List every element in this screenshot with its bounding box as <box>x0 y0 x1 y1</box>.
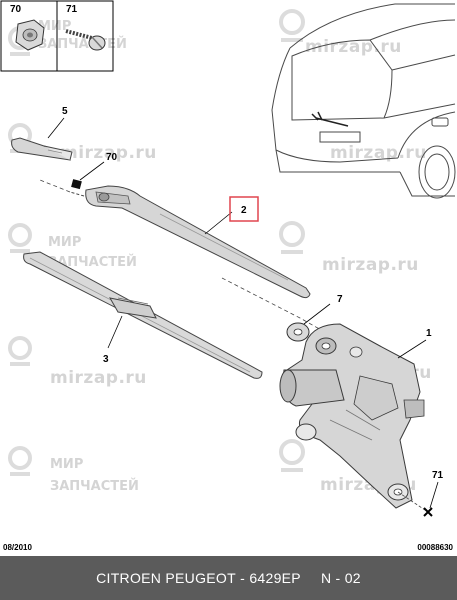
watermark-domain: mirzap.ru <box>60 143 157 163</box>
footer-part-number: 6429EP <box>249 570 301 586</box>
callout-70: 70 <box>106 152 118 163</box>
footer-sheet: N - 02 <box>320 570 361 586</box>
inset-callout-nut: 70 <box>10 4 22 15</box>
watermark-text: ЗАПЧАСТЕЙ <box>38 36 127 52</box>
assembly-guide-line <box>39 179 71 193</box>
watermark-logo-icon <box>279 221 305 254</box>
footer-make: CITROEN PEUGEOT <box>96 570 236 586</box>
highlight-box <box>229 196 259 222</box>
rear-wiper-location-icon <box>311 111 349 127</box>
seal-part: 7 <box>286 294 343 342</box>
callout-1: 1 <box>426 328 432 339</box>
watermark-text: МИР <box>48 235 81 250</box>
watermark-logo-icon <box>279 9 305 42</box>
footer-bar: CITROEN PEUGEOT - 6429EP N - 02 <box>0 556 457 600</box>
inset-callout-screw: 71 <box>66 4 78 15</box>
diagram-date: 08/2010 <box>3 543 32 552</box>
watermark-logo-icon <box>8 446 32 476</box>
watermark-domain: mirzap.ru <box>322 255 419 275</box>
watermark-text: ЗАПЧАСТЕЙ <box>48 254 137 270</box>
arm-nut-part: 70 <box>71 152 118 190</box>
hardware-inset: 70 71 <box>0 0 114 72</box>
wiper-cover-part: 5 <box>11 106 73 161</box>
motor-screw-part: 71 <box>397 470 444 517</box>
watermark-text: МИР <box>50 457 83 472</box>
callout-2: 2 <box>241 205 247 216</box>
callout-3: 3 <box>103 354 109 365</box>
callout-7: 7 <box>337 294 343 305</box>
watermark-logo-icon <box>8 223 32 253</box>
footer-separator: - <box>240 570 246 586</box>
wiper-motor-part: 1 <box>279 323 432 509</box>
watermark-text: ЗАПЧАСТЕЙ <box>50 478 139 494</box>
watermark-domain: mirzap.ru <box>50 368 147 388</box>
vehicle-rear-view <box>271 3 456 199</box>
wiper-arm-part: 2 <box>69 185 311 299</box>
nut-icon <box>15 19 45 51</box>
screw-icon <box>65 29 106 51</box>
callout-71: 71 <box>432 470 444 481</box>
watermark-text: МИР <box>38 19 71 34</box>
callout-5: 5 <box>62 106 68 117</box>
watermark-domain: mirzap.ru <box>305 37 402 57</box>
diagram-reference: 00088630 <box>417 543 453 552</box>
wiper-blade-part: 3 <box>23 251 263 379</box>
watermark-logo-icon <box>8 336 32 366</box>
watermark-domain: mirzap.ru <box>330 143 427 163</box>
watermark-logo-icon <box>279 439 305 472</box>
